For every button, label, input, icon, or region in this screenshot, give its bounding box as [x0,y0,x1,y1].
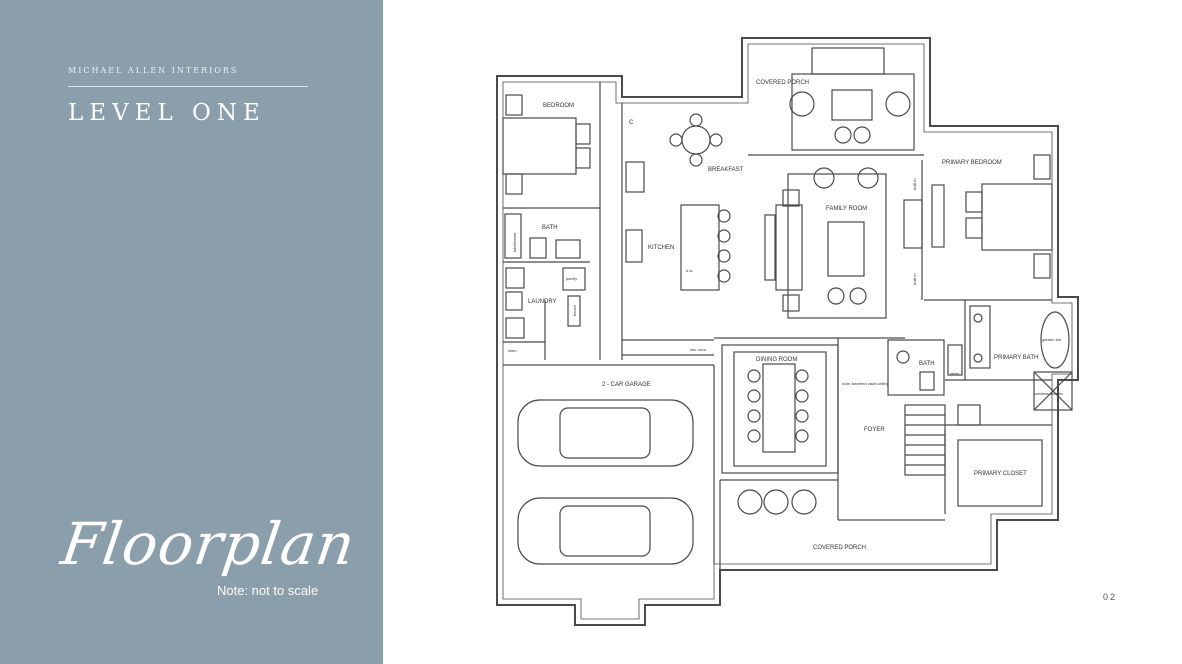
label-kitchen: KITCHEN [648,245,674,251]
label-pantry: pantry [566,276,577,281]
label-vault-note: note: barreled vault ceiling [842,381,889,386]
label-built-in-2: built in [912,273,917,285]
label-dw: d.w. [686,268,693,273]
label-breakfast: BREAKFAST [708,167,744,173]
label-primary-bedroom: PRIMARY BEDROOM [942,160,1002,166]
brand-name: MICHAEL ALLEN INTERIORS [68,66,239,75]
label-shelv: shelv. [950,371,960,376]
label-tub-shower: tub/shower [512,232,517,252]
label-linen: linen [508,348,516,353]
label-bedroom: BEDROOM [543,103,574,109]
label-curbless-shower: curbless shower [1034,391,1064,396]
label-foyer: FOYER [864,427,885,433]
label-garage: 2 - CAR GARAGE [602,382,651,388]
label-family-room: FAMILY ROOM [826,206,867,212]
label-covered-porch-bottom: COVERED PORCH [813,545,866,551]
label-dining-room: DINING ROOM [756,357,797,363]
label-mic-oven: mic oven [690,347,706,352]
label-built-in-1: built in [912,178,917,190]
label-garden-tub: garden tub [1042,337,1062,342]
label-laundry: LAUNDRY [528,299,557,305]
label-bath-2: BATH [919,361,935,367]
label-bath: BATH [542,225,558,231]
label-bench: bench [572,305,577,316]
divider-rule [68,86,308,87]
scale-note: Note: not to scale [217,583,319,598]
level-heading: LEVEL ONE [68,100,266,126]
page-number: 02 [1103,592,1118,602]
label-covered-porch-top: COVERED PORCH [756,80,809,86]
label-closet-c: C [629,120,634,126]
label-primary-bath: PRIMARY BATH [994,355,1038,361]
title-panel: MICHAEL ALLEN INTERIORS LEVEL ONE Floorp… [0,0,383,664]
label-primary-closet: PRIMARY CLOSET [974,471,1027,477]
